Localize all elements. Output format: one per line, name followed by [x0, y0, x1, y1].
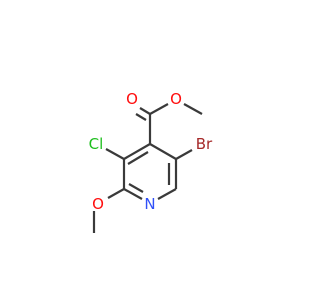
bond-c4-c5 [149, 143, 177, 160]
bond-carbonyl-double-2 [135, 113, 147, 121]
structure-canvas: O O Cl Br N O [89, 90, 213, 233]
bond-c4-c3 [123, 143, 151, 160]
bond-n-c2-inner [128, 183, 144, 193]
atom-n: N [144, 195, 155, 213]
bond-n-c2 [123, 188, 143, 200]
bond-ester-o-methyl [183, 103, 203, 115]
bond-c2-methoxy-o [107, 188, 125, 199]
bond-c6-n [157, 188, 177, 200]
atom-o-ester: O [170, 90, 182, 108]
atom-labels: O O Cl Br N O [89, 90, 213, 213]
bond-carbonyl-double-1 [139, 107, 151, 115]
bonds [92, 103, 203, 233]
atom-br: Br [196, 135, 213, 153]
bond-c5-br [175, 149, 193, 160]
bond-c3-cl [105, 148, 125, 160]
atom-o-carbonyl: O [126, 90, 138, 108]
bond-carbonyl-c-ester-o [149, 103, 169, 115]
atom-o-methoxy: O [92, 195, 104, 213]
bond-c4-c3-inner [127, 151, 149, 165]
atom-cl: Cl [89, 135, 104, 153]
